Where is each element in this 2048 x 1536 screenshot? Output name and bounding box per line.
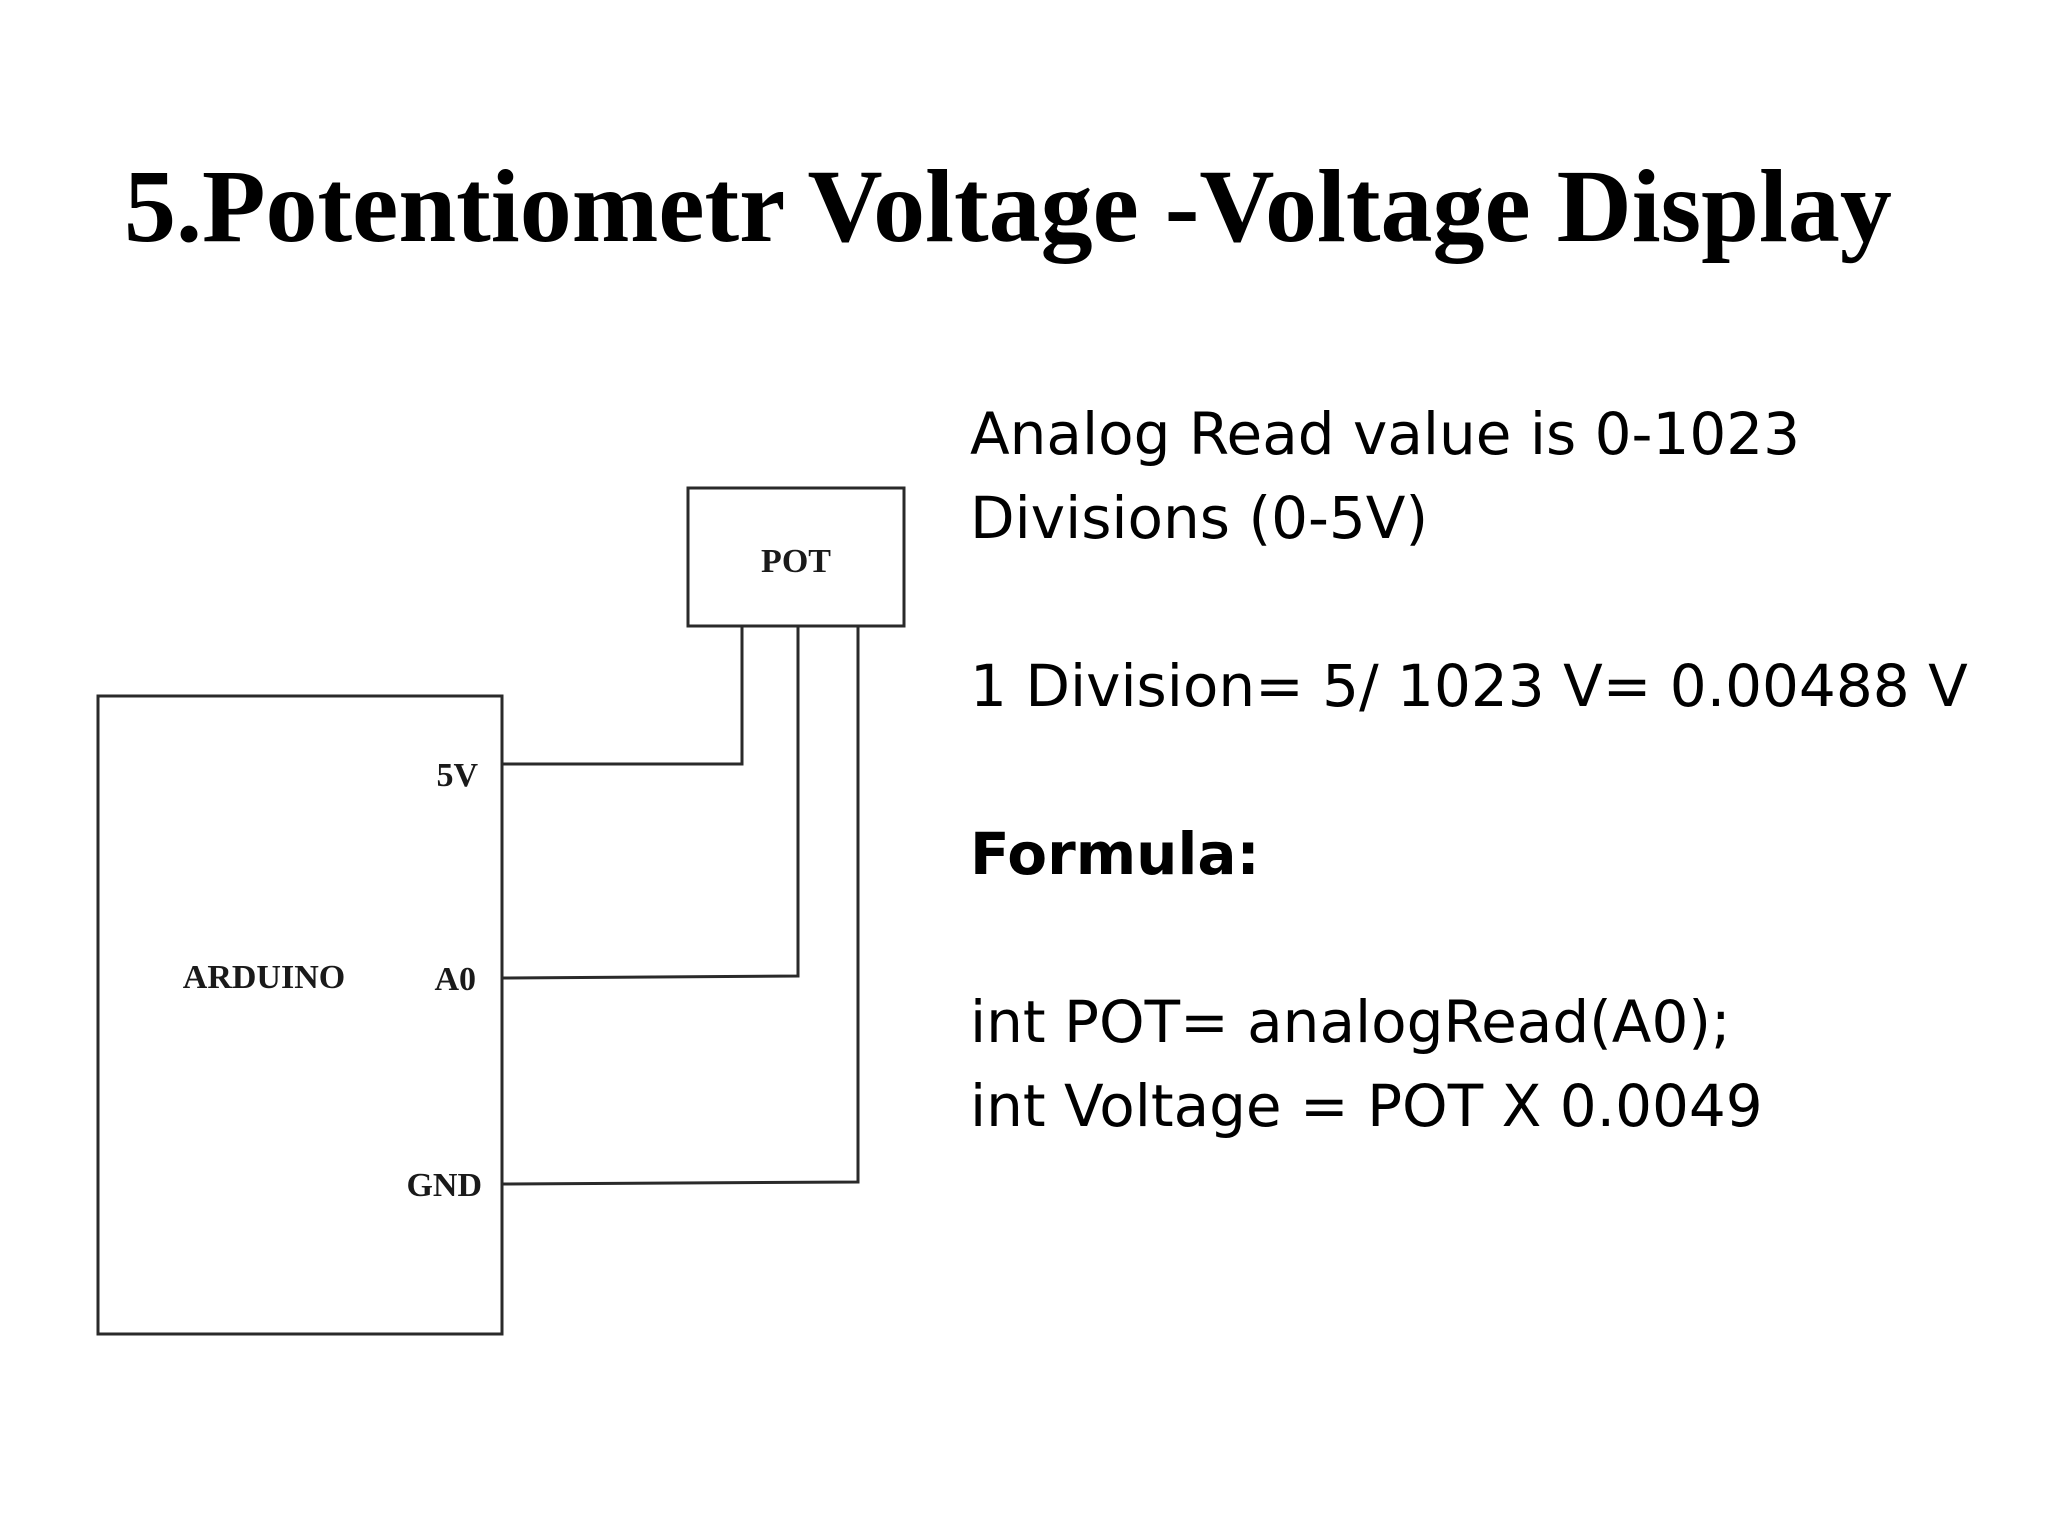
formula-heading: Formula:: [970, 820, 1260, 888]
note-divisions: Divisions (0-5V): [970, 484, 1429, 552]
pin-5v-label: 5V: [436, 757, 478, 794]
wire-5v: [502, 626, 744, 766]
pin-a0-label: A0: [434, 961, 476, 998]
slide-title: 5.Potentiometr Voltage -Voltage Display: [124, 149, 1892, 264]
code-line-pot: int POT= analogRead(A0);: [970, 988, 1731, 1056]
spacer: [970, 896, 2030, 980]
notes-panel: Analog Read value is 0-1023 Divisions (0…: [970, 392, 2030, 1148]
pot-label: POT: [761, 543, 831, 580]
spacer: [970, 560, 2030, 644]
pin-gnd-label: GND: [406, 1167, 482, 1204]
code-line-voltage: int Voltage = POT X 0.0049: [970, 1072, 1763, 1140]
note-division-value: 1 Division= 5/ 1023 V= 0.00488 V: [970, 652, 1968, 720]
wire-gnd: [501, 626, 860, 1186]
wire-a0: [501, 626, 800, 980]
pot-box: [686, 486, 906, 628]
arduino-label: ARDUINO: [183, 959, 345, 996]
arduino-box: [96, 694, 504, 1336]
note-analog-range: Analog Read value is 0-1023: [970, 400, 1801, 468]
spacer: [970, 728, 2030, 812]
